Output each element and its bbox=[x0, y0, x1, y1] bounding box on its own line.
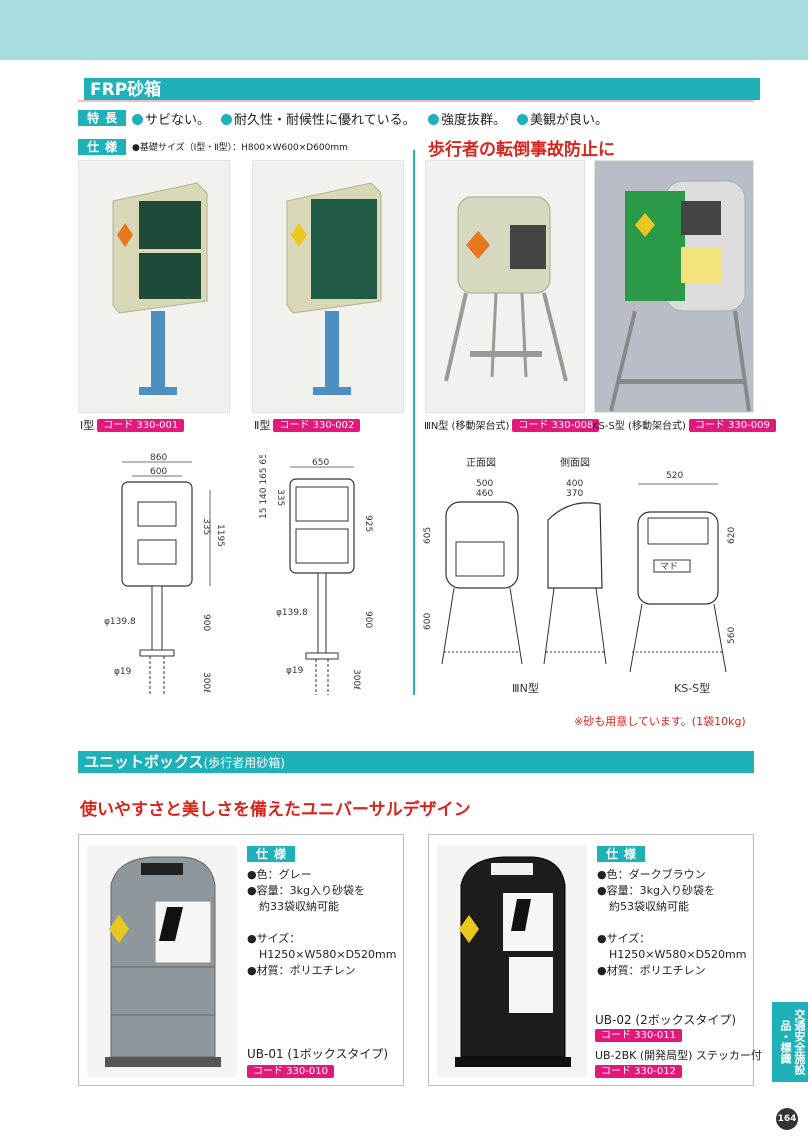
dim-400: 400 bbox=[566, 479, 583, 489]
drawing-type3n: 正面図 側面図 500 460 400 370 605 600 ⅢN型 bbox=[423, 456, 607, 695]
dim-300: 300ℓ bbox=[201, 672, 211, 693]
feature-4: 美観が良い。 bbox=[517, 109, 608, 128]
dim-900: 900 bbox=[201, 614, 211, 631]
ub02-spec-tag: 仕様 bbox=[597, 846, 645, 862]
features-tag: 特長 bbox=[78, 110, 126, 126]
dim-phi19: φ19 bbox=[114, 667, 132, 677]
unit-headline: 使いやすさと美しさを備えたユニバーサルデザイン bbox=[80, 800, 471, 820]
side-view-label: 側面図 bbox=[560, 456, 590, 469]
caption-type2: Ⅱ型コード 330-002 bbox=[254, 417, 361, 433]
dim-520: 520 bbox=[666, 471, 683, 481]
bullet-icon bbox=[132, 114, 143, 125]
dim-phi19: φ19 bbox=[286, 666, 304, 676]
header-band bbox=[0, 0, 808, 60]
ub01-photo bbox=[87, 845, 237, 1077]
product-photo-type1 bbox=[78, 160, 230, 413]
dim-300: 300ℓ bbox=[351, 669, 361, 690]
dim-560: 560 bbox=[727, 627, 737, 644]
ub2bk-name: UB-2BK (開発局型) ステッカー付 bbox=[595, 1049, 762, 1062]
dim-925: 925 bbox=[363, 515, 373, 532]
dim-335: 335 bbox=[275, 489, 285, 506]
dim-620: 620 bbox=[727, 527, 737, 544]
ub02-card: 仕様 ●色：ダークブラウン ●容量：3kg入り砂袋を 約53袋収納可能 ●サイズ… bbox=[428, 834, 762, 1086]
ub02-specs: ●色：ダークブラウン ●容量：3kg入り砂袋を 約53袋収納可能 ●サイズ： H… bbox=[597, 868, 747, 977]
product-photo-type2 bbox=[252, 160, 404, 413]
dim-650: 650 bbox=[312, 458, 329, 468]
feature-3: 強度抜群。 bbox=[428, 109, 506, 128]
ub02-name: UB-02 (2ボックスタイプ) bbox=[595, 1013, 737, 1027]
dim-860: 860 bbox=[150, 453, 167, 463]
drawing-kss: 520 マド 620 560 KS-S型 bbox=[629, 471, 737, 695]
dim-500: 500 bbox=[476, 479, 493, 489]
drawing-type2: 650 335 15 140 165 65 925 900 φ139.8 φ19… bbox=[259, 455, 373, 695]
dim-phi139: φ139.8 bbox=[276, 608, 308, 618]
ub2bk-code: コード 330-012 bbox=[595, 1065, 682, 1078]
spec-tag: 仕様 bbox=[78, 139, 126, 155]
feature-2: 耐久性・耐候性に優れている。 bbox=[221, 109, 416, 128]
ub02-photo bbox=[437, 845, 587, 1077]
dim-600: 600 bbox=[423, 613, 433, 630]
ub01-specs: ●色：グレー ●容量：3kg入り砂袋を 約33袋収納可能 ●サイズ： H1250… bbox=[247, 868, 397, 977]
dim-phi139: φ139.8 bbox=[104, 617, 136, 627]
page-number: 164 bbox=[776, 1108, 798, 1130]
ub01-card: 仕様 ●色：グレー ●容量：3kg入り砂袋を 約33袋収納可能 ●サイズ： H1… bbox=[78, 834, 404, 1086]
sign-mado: マド bbox=[660, 562, 678, 572]
bullet-icon bbox=[221, 114, 232, 125]
dim-600: 600 bbox=[150, 467, 167, 477]
dim-605: 605 bbox=[423, 527, 433, 544]
bullet-icon bbox=[517, 114, 528, 125]
feature-1: サビない。 bbox=[132, 109, 210, 128]
dim-335: 335 bbox=[201, 518, 211, 535]
product-photo-kss bbox=[594, 160, 754, 413]
dim-1195: 1195 bbox=[215, 524, 225, 547]
unit-title-bar: ユニットボックス(歩行者用砂箱) bbox=[78, 751, 754, 773]
caption-kss: KS-S型 (移動架台式)コード 330-009 bbox=[592, 417, 776, 432]
product-photo-type3n bbox=[425, 160, 585, 413]
divider bbox=[78, 100, 754, 102]
model-label-kss: KS-S型 bbox=[674, 681, 710, 695]
dim-stack: 15 140 165 65 bbox=[259, 455, 269, 519]
model-label-3n: ⅢN型 bbox=[512, 681, 539, 695]
frp-title: FRP砂箱 bbox=[84, 78, 760, 100]
sand-note: ※砂も用意しています。(1袋10kg) bbox=[574, 715, 746, 728]
dim-900: 900 bbox=[363, 611, 373, 628]
frp-title-wrap: FRP砂箱 bbox=[78, 78, 760, 102]
unit-subtitle: (歩行者用砂箱) bbox=[203, 756, 285, 770]
dim-370: 370 bbox=[566, 489, 583, 499]
caption-type1: Ⅰ型コード 330-001 bbox=[80, 417, 185, 433]
ub01-name: UB-01 (1ボックスタイプ) bbox=[247, 1047, 389, 1061]
side-category-tab: 交通安全施設品・標識 bbox=[772, 1002, 808, 1082]
drawing-type1: 860 600 335 1195 900 φ139.8 φ19 300ℓ bbox=[104, 453, 225, 696]
foundation-spec: ●基礎サイズ（Ⅰ型・Ⅱ型）：H800×W600×D600mm bbox=[132, 143, 348, 153]
unit-title: ユニットボックス bbox=[84, 753, 204, 771]
section-divider bbox=[413, 150, 415, 695]
ub01-code: コード 330-010 bbox=[247, 1065, 334, 1078]
ub02-code: コード 330-011 bbox=[595, 1029, 682, 1042]
caption-type3n: ⅢN型 (移動架台式)コード 330-008 bbox=[424, 417, 600, 432]
front-view-label: 正面図 bbox=[466, 457, 496, 469]
ub01-spec-tag: 仕様 bbox=[247, 846, 295, 862]
bullet-icon bbox=[428, 114, 439, 125]
dim-460: 460 bbox=[476, 489, 493, 499]
frp-headline: 歩行者の転倒事故防止に bbox=[428, 140, 615, 160]
